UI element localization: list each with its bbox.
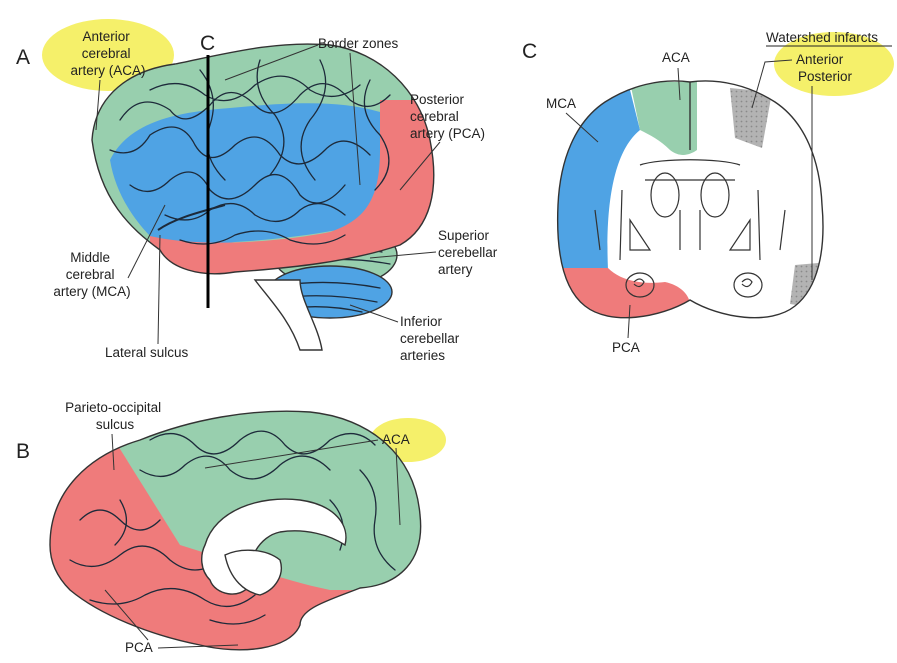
- mca-leader-a: [127, 204, 166, 279]
- inferior-cerebellar-leader: [349, 304, 399, 323]
- pca-leaders-b: [104, 589, 239, 649]
- lateral-sulcus-leader: [157, 234, 161, 345]
- border-zones-leaders: [224, 44, 361, 186]
- parieto-occipital-label: Parieto-occipital sulcus: [65, 400, 165, 432]
- panel-c-letter: C: [522, 40, 537, 63]
- mca-leader-c: [565, 112, 599, 143]
- superior-cerebellar-leader: [369, 251, 437, 259]
- panel-a-letter: A: [16, 46, 30, 69]
- coronal-inner-structures: [594, 159, 786, 298]
- pca-leader-a: [399, 141, 441, 191]
- panel-a: A C Anterior cerebral artery (ACA): [16, 19, 501, 363]
- anterior-leader: [751, 59, 793, 109]
- pca-leader-c: [627, 304, 631, 339]
- mca-territory-lateral: [110, 103, 395, 245]
- brainstem: [253, 279, 323, 351]
- aca-label-a: Anterior cerebral artery (ACA): [70, 29, 145, 78]
- inferior-cerebellar-label: Inferior cerebellar arteries: [400, 314, 463, 363]
- mca-label-c: MCA: [546, 96, 576, 111]
- lateral-sulcus-groove: [157, 204, 226, 231]
- coronal-outline: [556, 80, 824, 319]
- aca-label-c: ACA: [662, 50, 690, 65]
- aca-label-b: ACA: [382, 432, 410, 447]
- panel-b: B Parieto-occipital sulcus ACA PCA: [16, 400, 446, 655]
- section-marker-c: C: [200, 32, 215, 55]
- cerebrum-medial-outline: [49, 410, 422, 651]
- pca-label-a: Posterior cerebral artery (PCA): [410, 92, 485, 141]
- pca-label-c: PCA: [612, 340, 640, 355]
- aca-territory-medial: [105, 411, 421, 590]
- mca-label-a: Middle cerebral artery (MCA): [53, 250, 130, 299]
- lateral-sulcus-label: Lateral sulcus: [105, 345, 189, 360]
- aca-leaders-b: [204, 439, 401, 526]
- pca-territory-coronal: [557, 268, 690, 318]
- aca-leader-c: [677, 67, 681, 101]
- pca-territory-lateral: [150, 100, 434, 274]
- parieto-occipital-leader: [111, 433, 115, 471]
- watershed-label-highlight: [774, 32, 894, 96]
- aca-leader-a: [95, 79, 101, 131]
- aca-territory-coronal: [630, 82, 697, 155]
- posterior-label: Posterior: [798, 69, 853, 84]
- pca-label-b: PCA: [125, 640, 153, 655]
- panel-b-letter: B: [16, 440, 30, 463]
- thalamus: [224, 549, 282, 596]
- superior-cerebellar-label: Superior cerebellar artery: [438, 228, 501, 277]
- panel-c: C ACA: [522, 30, 894, 355]
- border-zones-label: Border zones: [318, 36, 399, 51]
- watershed-anterior-zone: [730, 88, 772, 148]
- watershed-title: Watershed infarcts: [766, 30, 878, 45]
- cerebrum-lateral: [92, 44, 434, 274]
- watershed-posterior-zone: [790, 262, 823, 310]
- anterior-label: Anterior: [796, 52, 844, 67]
- cerebrum-lateral-outline: [91, 43, 435, 275]
